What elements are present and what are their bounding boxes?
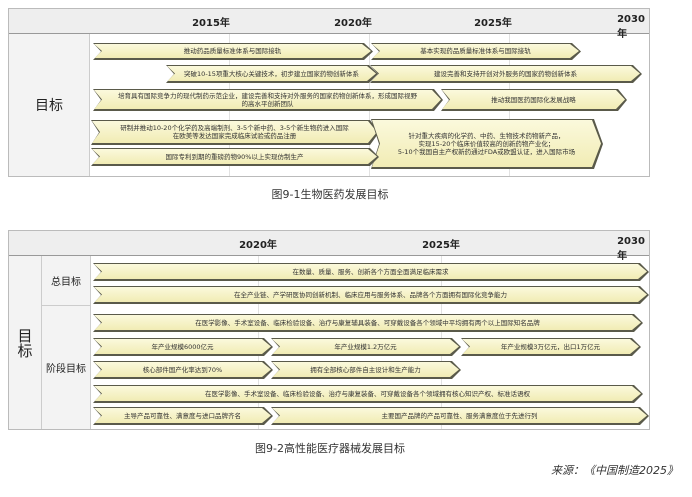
goal-arrow: 年产业规模6000亿元 [93, 338, 273, 356]
goal-arrow: 突破10-15项重大核心关键技术，初步建立国家药物创新体系 [166, 65, 378, 83]
goal-arrow: 核心部件国产化率达到70% [93, 361, 273, 379]
goal-text: 年产业规模3万亿元，出口1万亿元 [462, 339, 639, 354]
overall-goal-label: 总目标 [42, 256, 91, 306]
goal-arrow: 主导产品可靠性、满意度与进口品牌齐名 [93, 407, 273, 425]
goal-arrow: 在医学影像、手术室设备、临床检验设备、治疗与康复辅具装备、可穿戴设备各个领域中平… [93, 314, 643, 332]
year-label: 2025年 [422, 240, 460, 251]
goal-arrow: 年产业规模3万亿元，出口1万亿元 [461, 338, 641, 356]
medical-device-roadmap: 目标 总目标 阶段目标 2020年 2025年 2030年在数量、质量、服务、创新各… [8, 230, 650, 430]
goal-arrow: 在全产业链、产学研医协同创新机制、临床应用与服务体系、品牌各个方面拥有国际化竞争… [93, 286, 649, 304]
goal-text: 年产业规模1.2万亿元 [272, 339, 459, 354]
stage-goal-label: 阶段目标 [42, 306, 91, 429]
year-label: 2025年 [474, 18, 512, 29]
goal-text: 在医学影像、手术室设备、临床检验设备、治疗与康复装备、可穿戴设备各个领域拥有核心… [94, 386, 641, 401]
timeline-header [9, 9, 649, 34]
source-note: 来源：《中国制造2025》 [551, 464, 678, 477]
goal-label: 目标 [9, 256, 42, 429]
goal-text: 研制并推动10-20个化学药及高端制剂、3-5个新中药、3-5个新生物药进入国际… [92, 121, 377, 143]
goal-text: 主导产品可靠性、满意度与进口品牌齐名 [94, 408, 271, 423]
goal-text: 核心部件国产化率达到70% [94, 362, 271, 377]
goal-arrow: 基本实现药品质量标准体系与国际接轨 [371, 43, 581, 60]
goal-text: 主要国产品牌的产品可靠性、服务满意度位于先进行列 [272, 408, 647, 423]
year-label: 2030年 [617, 236, 645, 262]
goal-arrow: 在医学影像、手术室设备、临床检验设备、治疗与康复装备、可穿戴设备各个领域拥有核心… [93, 385, 643, 403]
goal-arrow: 针对重大疾病的化学药、中药、生物技术药物新产品， 实现15-20个临床价值较高的… [371, 119, 603, 169]
timeline-header [9, 231, 649, 256]
goal-text: 推动我国医药国际化发展战略 [442, 90, 625, 109]
goal-text: 国际专利到期的重磅药物90%以上实现仿制生产 [92, 149, 377, 164]
goal-text: 突破10-15项重大核心关键技术，初步建立国家药物创新体系 [167, 66, 376, 81]
goal-text: 在全产业链、产学研医协同创新机制、临床应用与服务体系、品牌各个方面拥有国际化竞争… [94, 287, 647, 302]
goal-text: 在数量、质量、服务、创新各个方面全面满足临床需求 [94, 264, 647, 279]
year-label: 2030年 [617, 14, 645, 40]
goal-arrow: 主要国产品牌的产品可靠性、服务满意度位于先进行列 [271, 407, 649, 425]
goal-text: 培育具有国际竞争力的现代制药示范企业，建设完善和支持对外服务的国家药物创新体系，… [94, 90, 441, 109]
goal-arrow: 推动药品质量标准体系与国际接轨 [93, 43, 373, 60]
goal-text: 年产业规模6000亿元 [94, 339, 271, 354]
goal-text: 针对重大疾病的化学药、中药、生物技术药物新产品， 实现15-20个临床价值较高的… [372, 120, 601, 167]
goal-arrow: 拥有全部核心部件自主设计和生产能力 [271, 361, 461, 379]
goal-arrow: 在数量、质量、服务、创新各个方面全面满足临床需求 [93, 263, 649, 281]
figure1-caption: 图9-1生物医药发展目标 [271, 188, 389, 201]
goal-arrow: 建设完善和支持开创对外服务的国家药物创新体系 [370, 65, 642, 83]
goal-text: 推动药品质量标准体系与国际接轨 [94, 44, 371, 58]
goal-arrow: 培育具有国际竞争力的现代制药示范企业，建设完善和支持对外服务的国家药物创新体系，… [93, 89, 443, 111]
goal-arrow: 研制并推动10-20个化学药及高端制剂、3-5个新中药、3-5个新生物药进入国际… [91, 120, 379, 145]
year-label: 2020年 [239, 240, 277, 251]
goal-arrow: 推动我国医药国际化发展战略 [441, 89, 627, 111]
year-label: 2015年 [192, 18, 230, 29]
goal-text: 在医学影像、手术室设备、临床检验设备、治疗与康复辅具装备、可穿戴设备各个领域中平… [94, 315, 641, 330]
biomedicine-roadmap: 目标 2015年 2020年 2025年 2030年推动药品质量标准体系与国际接轨基本… [8, 8, 650, 177]
goal-arrow: 年产业规模1.2万亿元 [271, 338, 461, 356]
figure2-caption: 图9-2高性能医疗器械发展目标 [255, 442, 405, 455]
goal-text: 建设完善和支持开创对外服务的国家药物创新体系 [371, 66, 640, 81]
goal-arrow: 国际专利到期的重磅药物90%以上实现仿制生产 [91, 148, 379, 166]
goal-label: 目标 [9, 34, 90, 176]
year-label: 2020年 [334, 18, 372, 29]
goal-text: 基本实现药品质量标准体系与国际接轨 [372, 44, 579, 58]
goal-text: 拥有全部核心部件自主设计和生产能力 [272, 362, 459, 377]
